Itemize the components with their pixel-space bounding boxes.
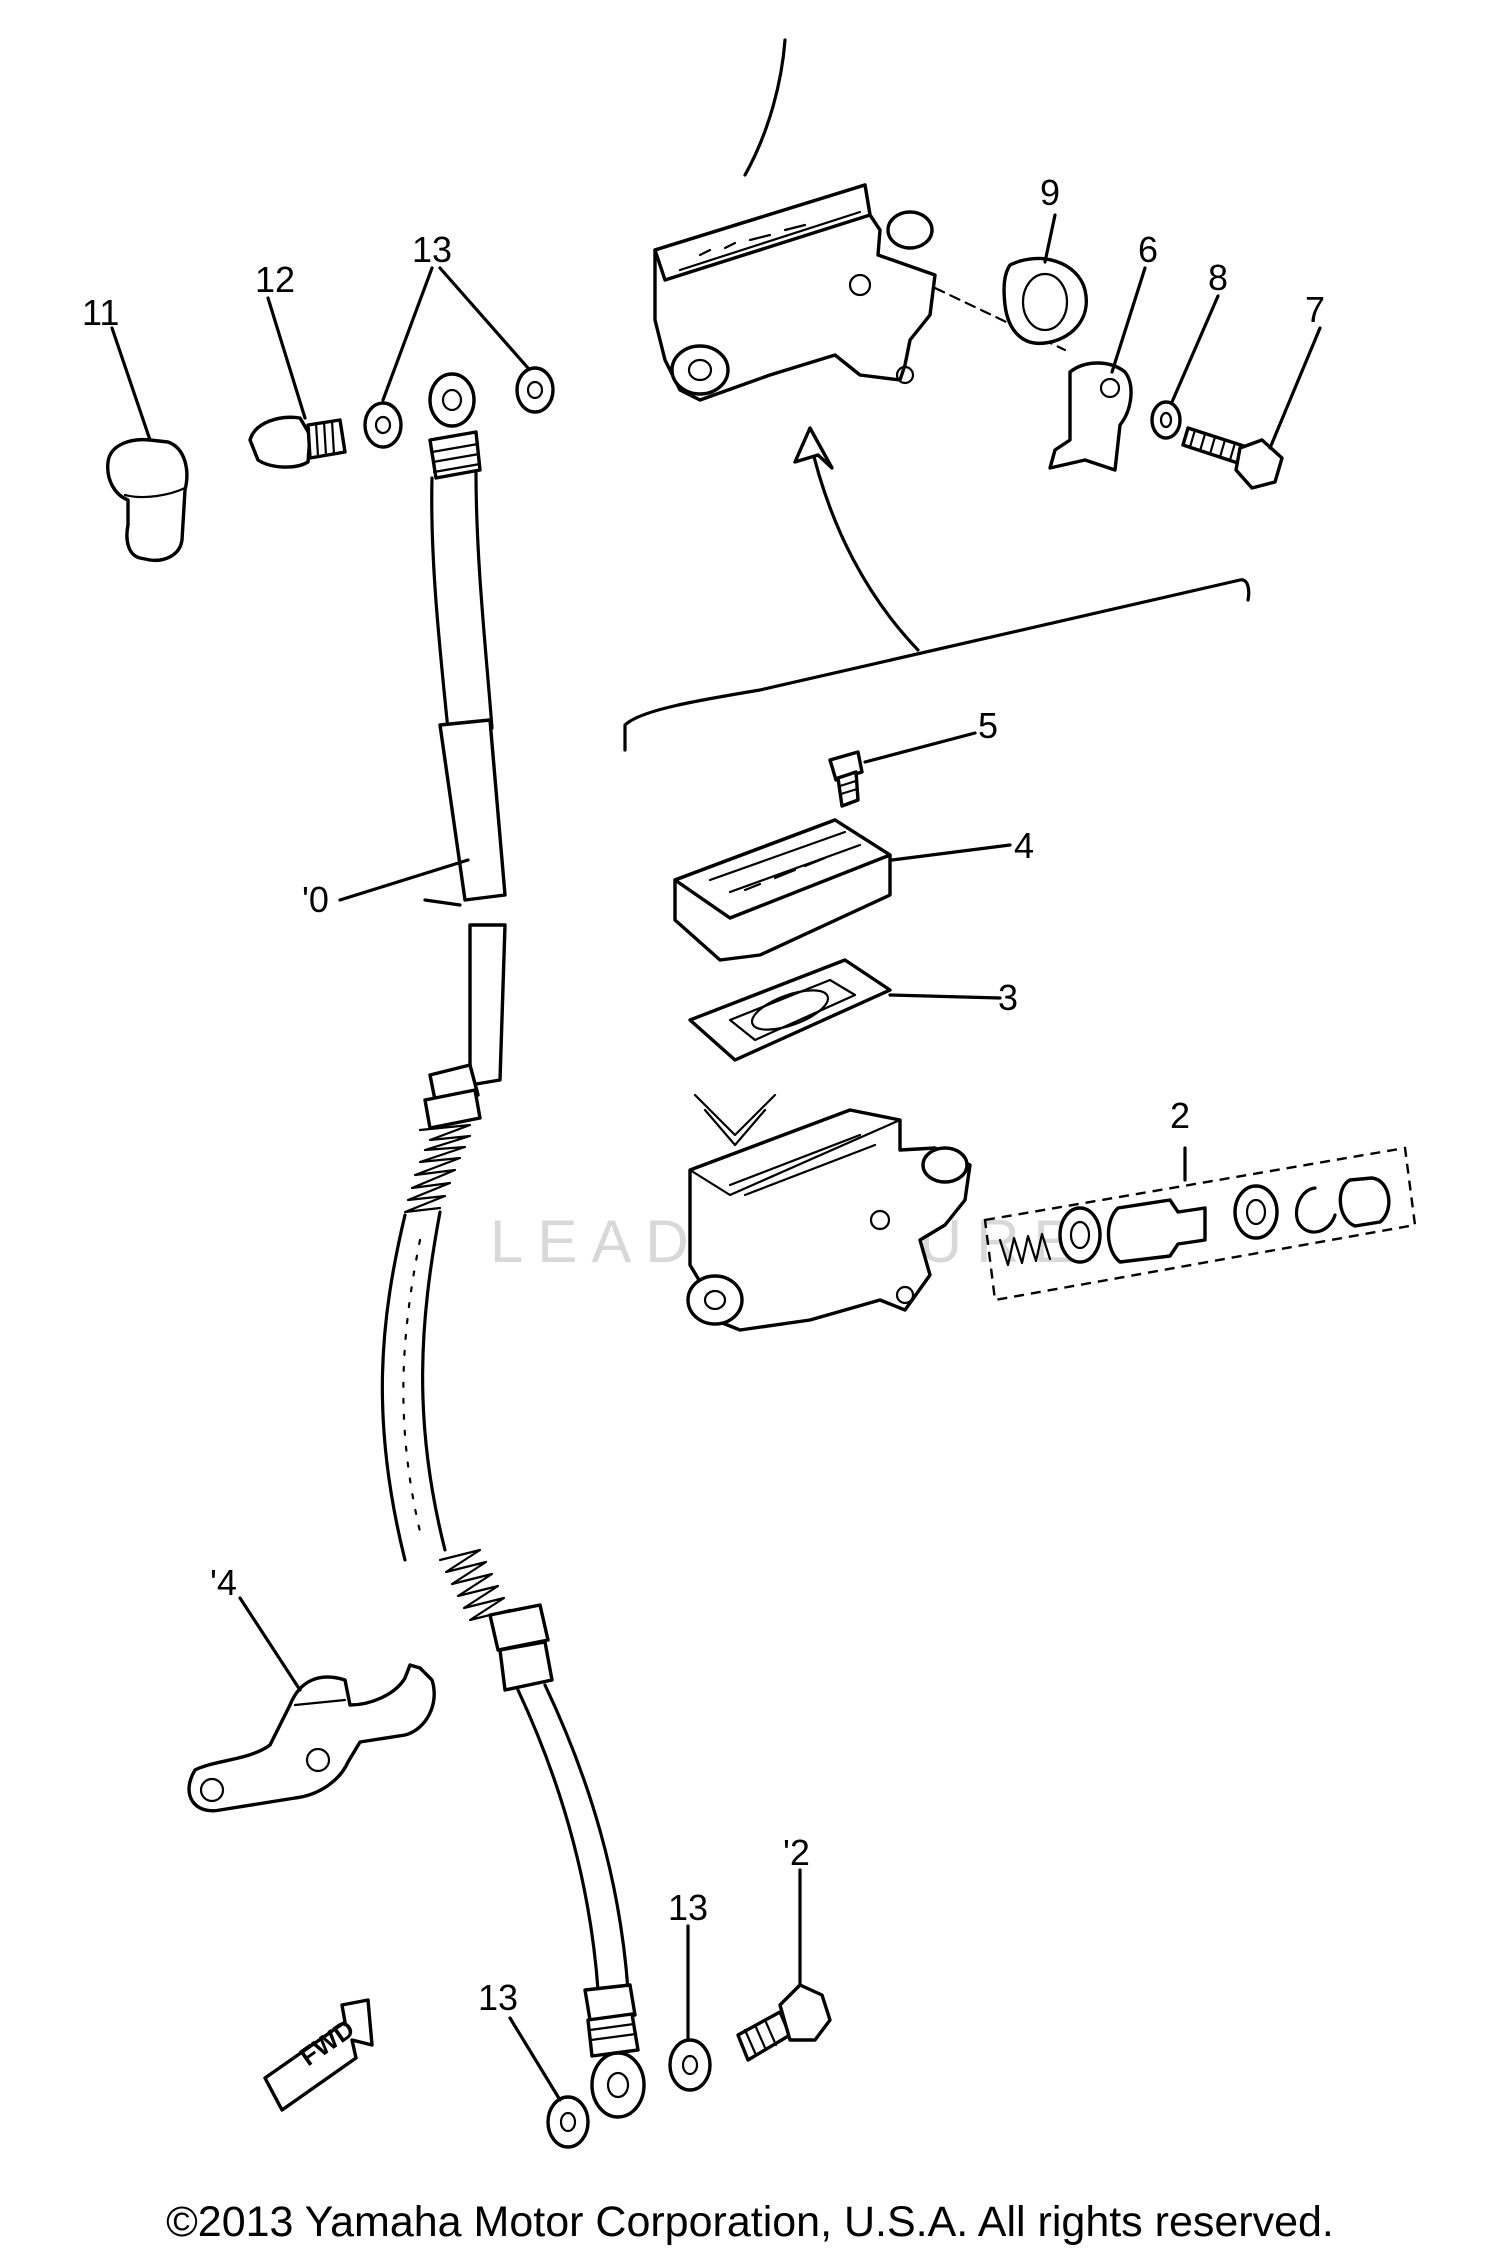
callout-14: '4 [210,1562,237,1603]
callout-5: 5 [978,705,998,746]
part-3-diaphragm: 3 [688,958,1018,1062]
callout-9: 9 [1040,172,1060,213]
callout-13-bottom: 13 [478,1977,518,2018]
part-10-brake-hose: '0 [302,372,646,2119]
master-cylinder-assembly [653,38,1067,402]
callout-13-mid: 13 [668,1887,708,1928]
part-11-cap: 11 [82,292,189,563]
fwd-arrow-icon: FWD [263,1998,374,2112]
part-4-cap: 4 [673,818,1034,962]
callout-6: 6 [1138,229,1158,270]
callout-13-top: 13 [412,229,452,270]
master-cylinder-body [686,1108,972,1332]
part-13-washer-bottom: 13 [478,1977,590,2149]
callout-3: 3 [998,977,1018,1018]
part-13-washer-mid: 13 [668,1887,712,2092]
callout-10: '0 [302,879,329,920]
assembly-arrow [623,426,1251,752]
part-6-holder: 6 [1048,229,1158,472]
copyright-notice: ©2013 Yamaha Motor Corporation, U.S.A. A… [166,2198,1334,2246]
part-12-bolt-bottom: '2 [736,1832,832,2062]
part-2-piston-kit: 2 [983,1095,1417,1302]
callout-11: 11 [82,292,119,333]
callout-2: 2 [1170,1095,1190,1136]
part-5-screw: 5 [828,705,998,808]
callout-12-top: 12 [255,259,295,300]
part-13-washers-top: 13 [363,229,555,449]
callout-8: 8 [1208,257,1228,298]
callout-12-bottom: '2 [783,1832,810,1873]
part-12-bolt-top: 12 [248,259,347,469]
callout-4: 4 [1014,825,1034,866]
callout-7: 7 [1305,289,1325,330]
part-9-washer: 9 [1002,172,1088,346]
part-14-bracket: '4 [187,1562,436,1813]
part-8-washer: 8 [1150,257,1228,440]
part-7-bolt: 7 [1181,289,1325,490]
